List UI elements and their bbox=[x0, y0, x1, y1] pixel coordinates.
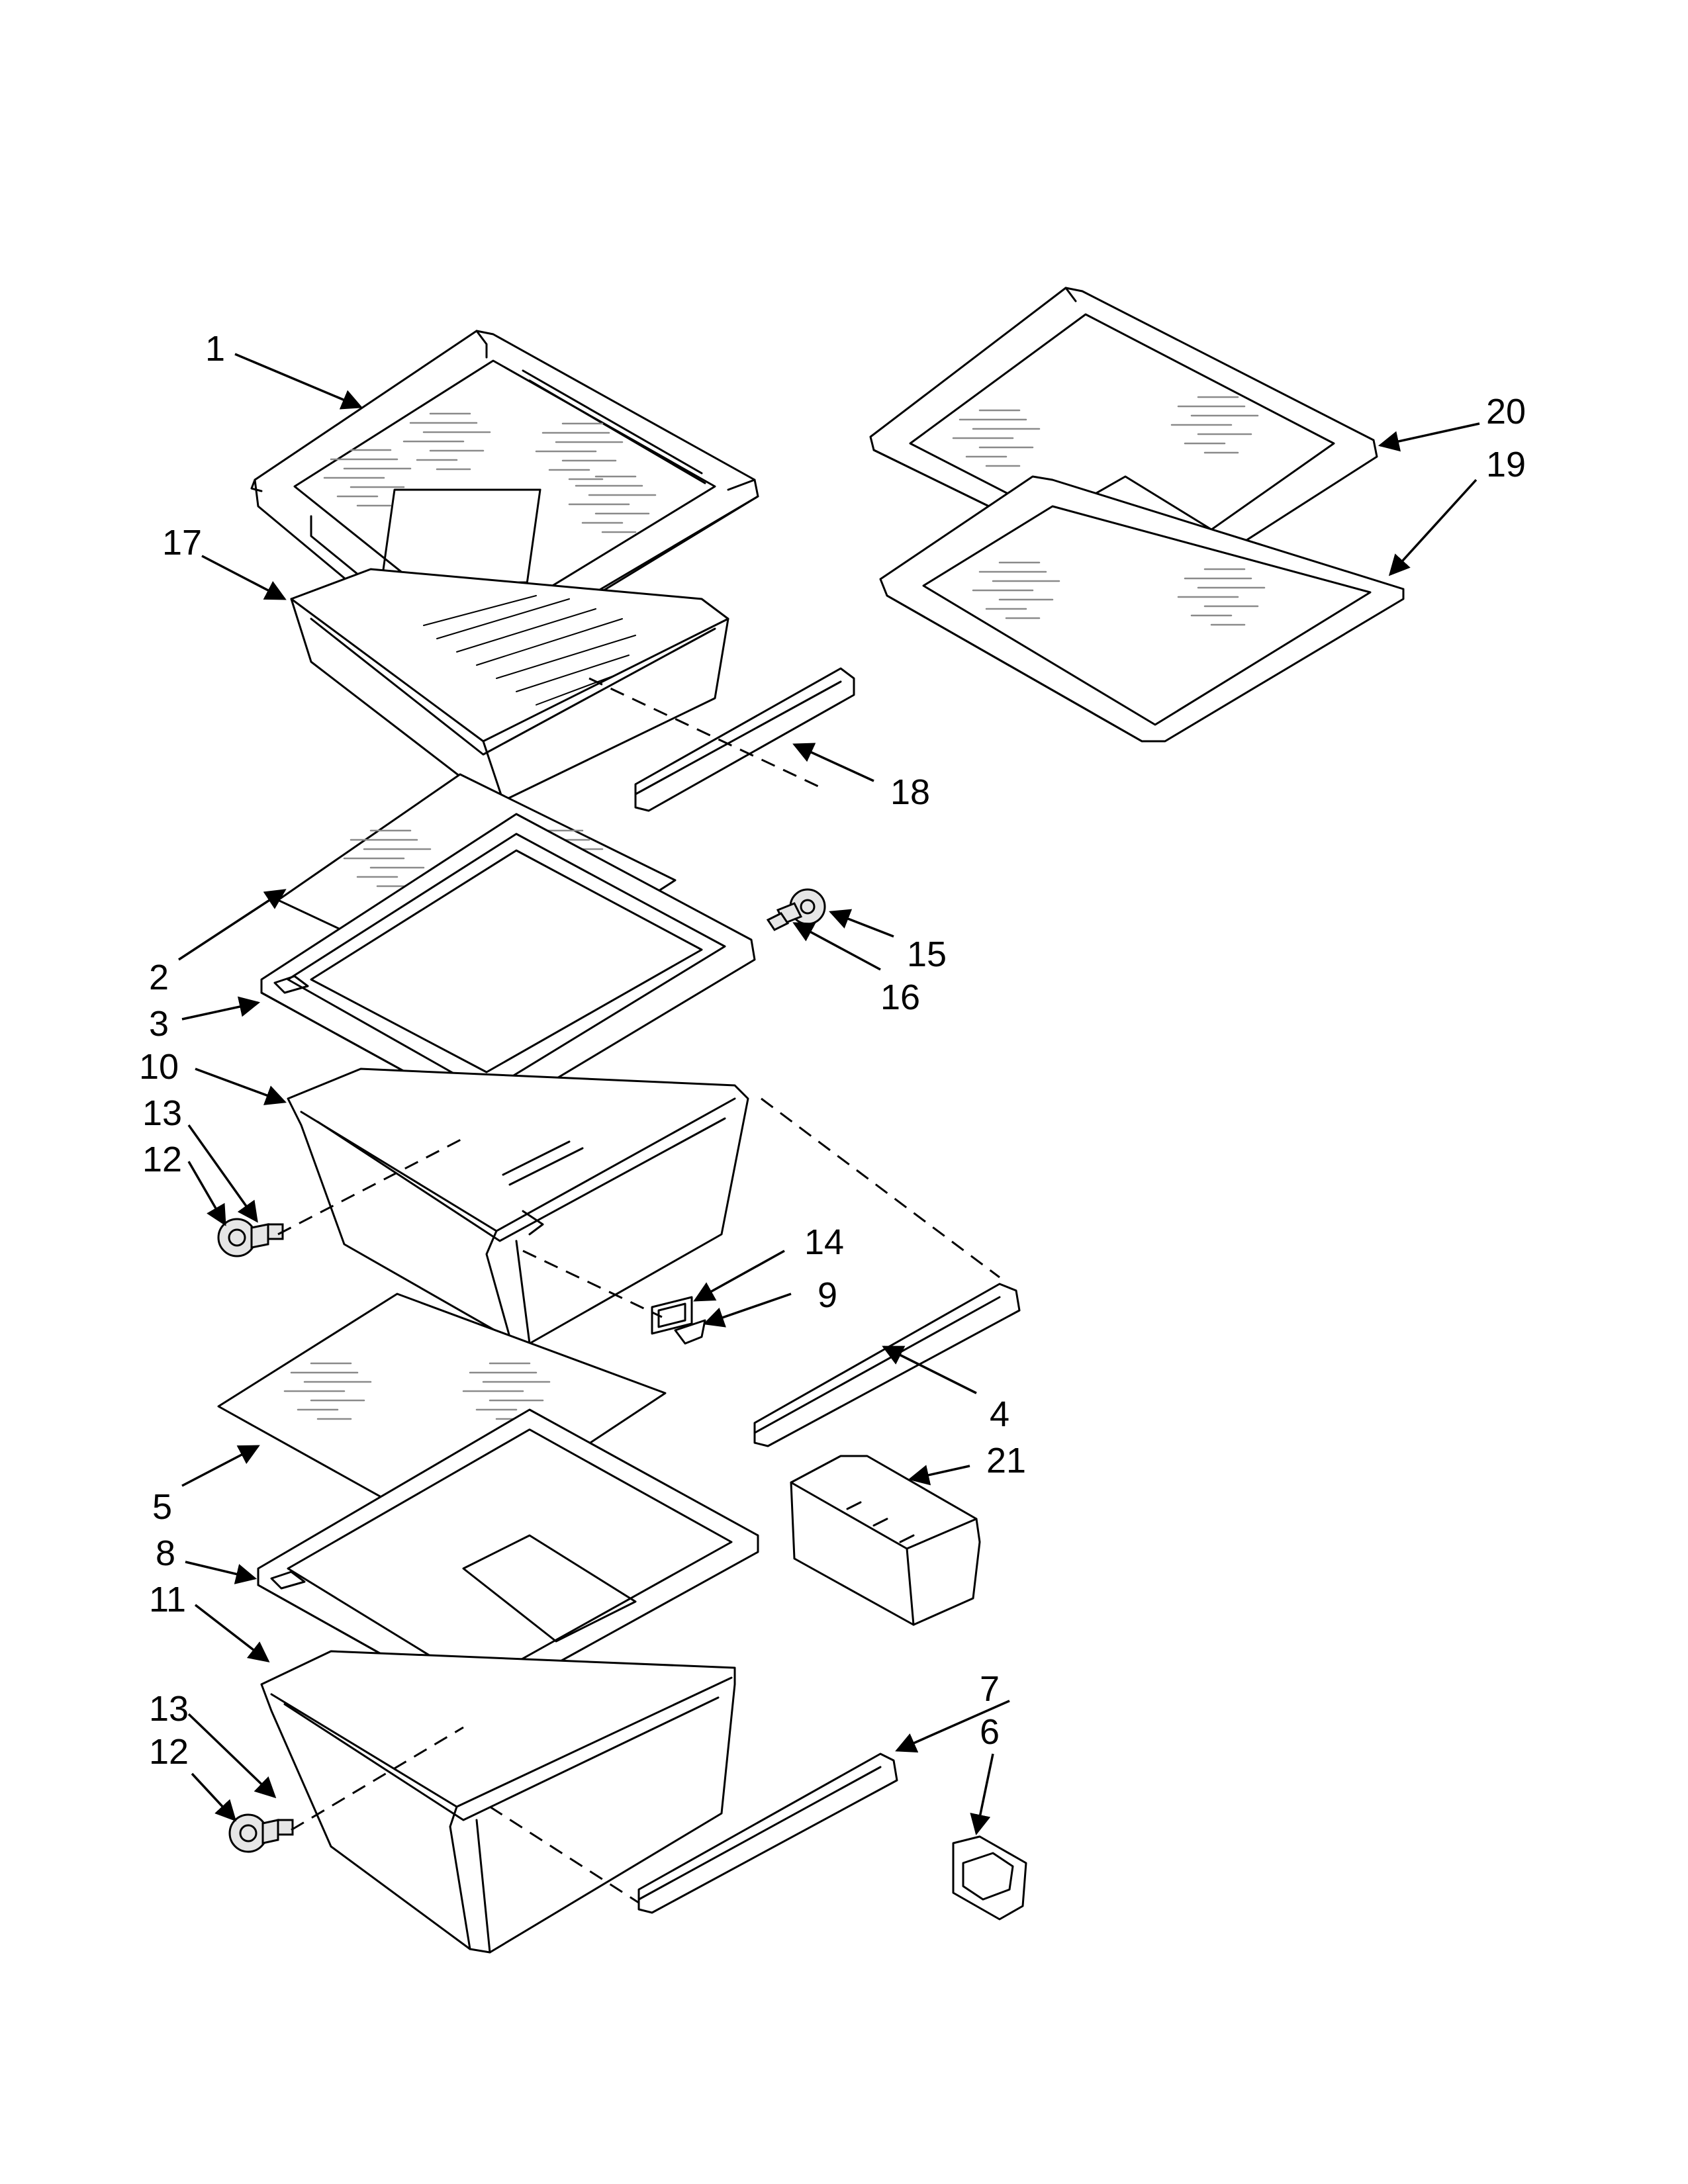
callout-9: 9 bbox=[818, 1275, 837, 1315]
callout-14: 14 bbox=[804, 1222, 844, 1262]
callout-2: 2 bbox=[149, 958, 169, 997]
callout-20: 20 bbox=[1486, 392, 1526, 432]
part-11-drawer bbox=[260, 1650, 736, 1954]
part-8-frame bbox=[257, 1408, 759, 1709]
part-6-clip bbox=[952, 1835, 1027, 1921]
part-9-humidity-clip bbox=[674, 1319, 706, 1345]
part-14-humidity-slide bbox=[651, 1296, 693, 1335]
callout-labels: 1 17 18 2 3 15 16 10 13 12 14 9 4 21 5 8… bbox=[139, 329, 1526, 1772]
callout-19: 19 bbox=[1486, 445, 1526, 484]
part-19-shelf bbox=[879, 475, 1405, 743]
leader-arrows bbox=[178, 353, 1480, 1836]
callout-13b: 13 bbox=[149, 1689, 189, 1729]
part-10-drawer bbox=[287, 1068, 749, 1345]
part-5-glass bbox=[217, 1293, 667, 1537]
part-17-drawer bbox=[290, 568, 729, 802]
part-12-roller-upper bbox=[217, 1218, 269, 1257]
callout-6: 6 bbox=[980, 1712, 1000, 1752]
callout-16: 16 bbox=[880, 978, 920, 1017]
callout-10: 10 bbox=[139, 1047, 179, 1087]
part-18-trim bbox=[634, 667, 855, 812]
callout-21: 21 bbox=[986, 1441, 1026, 1480]
callout-18: 18 bbox=[890, 772, 930, 812]
part-13-axle-upper bbox=[267, 1223, 284, 1240]
alignment-lines bbox=[277, 677, 1000, 1904]
part-13-axle-lower bbox=[277, 1819, 294, 1836]
callout-4: 4 bbox=[990, 1394, 1009, 1434]
callout-8: 8 bbox=[156, 1533, 175, 1573]
callout-12a: 12 bbox=[142, 1140, 182, 1179]
callout-17: 17 bbox=[162, 523, 202, 563]
callout-13a: 13 bbox=[142, 1093, 182, 1133]
callout-3: 3 bbox=[149, 1004, 169, 1044]
callout-7: 7 bbox=[980, 1669, 1000, 1709]
part-4-trim bbox=[753, 1283, 1021, 1447]
callout-15: 15 bbox=[907, 934, 947, 974]
callout-11: 11 bbox=[149, 1580, 186, 1619]
part-16-screw bbox=[766, 902, 803, 931]
callout-5: 5 bbox=[152, 1487, 172, 1527]
callout-12b: 12 bbox=[149, 1732, 189, 1772]
part-7-trim bbox=[637, 1752, 898, 1914]
part-21-bin bbox=[790, 1455, 981, 1626]
callout-1: 1 bbox=[205, 329, 225, 369]
part-12-roller-lower bbox=[228, 1813, 279, 1853]
